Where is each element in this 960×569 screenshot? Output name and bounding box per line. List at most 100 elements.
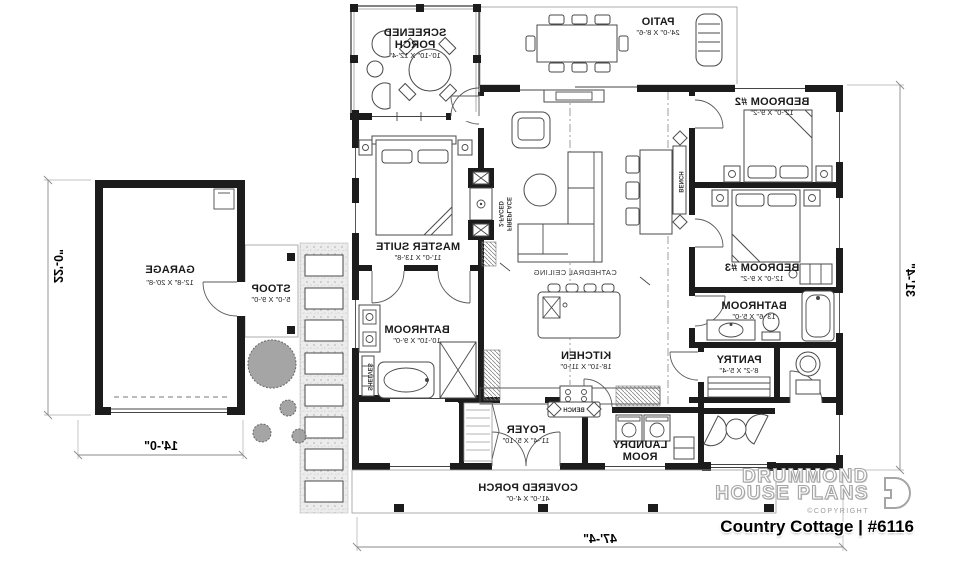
stoop-dims: 5'-0" X 9'-0"	[251, 295, 290, 304]
foyer-dims: 11'-4" X 5'-10"	[502, 436, 549, 445]
drummond-d-logo-icon	[884, 477, 911, 509]
laundry-room: LAUNDRY ROOM	[612, 414, 695, 463]
laundry-label2: ROOM	[622, 451, 657, 463]
side-table	[725, 418, 747, 440]
bedroom2-dims: 12'-0" X 9'-2"	[750, 108, 794, 117]
master-suite-label: MASTER SUITE	[376, 241, 460, 253]
fan-chair	[744, 413, 769, 445]
screened-porch: SCREENED PORCH 10'-10" X 12'-4"	[350, 4, 481, 119]
nightstand	[358, 139, 373, 156]
cathedral-ceiling-label: CATHEDRAL CEILING	[533, 268, 616, 277]
master-suite-dims: 11'-0" X 13'-8"	[394, 253, 441, 262]
foyer: BENCH FOYER 11'-4" X 5'-10"	[463, 401, 602, 462]
shrubs	[247, 339, 307, 444]
dim-house-width: 47'-4"	[583, 532, 617, 546]
patio-label: PATIO	[641, 16, 674, 28]
screened-porch-dims: 10'-10" X 12'-4"	[389, 51, 441, 60]
porch-table-set	[398, 36, 458, 102]
laundry-label1: LAUNDRY	[612, 439, 667, 451]
armchair	[511, 111, 551, 149]
mirrored-plan: STOOP 5'-0" X 9'-0" GARAGE 12'-8" X 20'-…	[43, 4, 917, 552]
shelves-label: SHELVES	[366, 363, 372, 391]
two-faced-fireplace: 2-FACED FIREPLACE	[468, 168, 511, 267]
patio-chaise	[695, 13, 723, 67]
foyer-closet	[463, 402, 500, 462]
pantry-dims: 8'-2" X 5'-4"	[719, 366, 758, 375]
water-tank	[795, 351, 821, 377]
patio: PATIO 24'-0" X 8'-6"	[479, 6, 738, 86]
water-heater	[213, 188, 235, 210]
foyer-label: FOYER	[507, 424, 546, 436]
nightstand	[711, 189, 729, 207]
master-bathroom: SHELVES BATHROOM 10'-10" X 9'-0"	[358, 304, 477, 399]
copyright-label: ©COPYRIGHT	[807, 508, 869, 515]
range	[559, 385, 593, 405]
garage: GARAGE 12'-8" X 20'-8"	[95, 180, 246, 415]
garage-dims: 12'-8" X 20'-8"	[146, 278, 194, 287]
fan-chair	[703, 415, 728, 447]
covered-porch: COVERED PORCH 41'-0" X 4'-0"	[351, 469, 777, 514]
toilet-tank	[761, 331, 781, 341]
dining-area: BENCH	[625, 130, 688, 235]
covered-porch-dims: 41'-0" X 4'-0"	[506, 494, 550, 503]
screened-porch-label2: PORCH	[395, 39, 436, 51]
vanity	[706, 319, 756, 341]
dimension-lines: 22'-0" 14'-0" 31'-4" 47'-4"	[43, 80, 917, 552]
brand-line1: DRUMMOND	[741, 466, 869, 487]
front-walkway	[299, 242, 349, 514]
living-room: CATHEDRAL CEILING	[499, 89, 669, 405]
kitchen-label: KITCHEN	[561, 350, 611, 362]
dresser	[799, 263, 833, 285]
nightstand	[723, 165, 741, 183]
bedroom-3: BEDROOM #3 12'-0" X 9'-2"	[711, 189, 833, 285]
bedroom-2: BEDROOM #2 12'-0" X 9'-2"	[723, 96, 833, 183]
dim-garage-width: 14'-0"	[144, 439, 178, 453]
tv-console	[543, 89, 605, 103]
nightstand	[803, 189, 821, 207]
pantry-label: PANTRY	[716, 354, 762, 366]
stoop-label: STOOP	[251, 283, 290, 295]
hall-bench-label: BENCH	[677, 171, 683, 192]
hall-bench	[672, 145, 687, 215]
stoop: STOOP 5'-0" X 9'-0"	[244, 244, 299, 338]
kitchen-island	[537, 291, 621, 339]
main-bathroom-label: BATHROOM	[721, 300, 787, 312]
toilet	[762, 312, 780, 332]
main-bathroom-dims: 13'-6" X 5'-0"	[732, 312, 776, 321]
porch-lounge-chairs	[366, 30, 391, 110]
kitchen: KITCHEN 18'-10" X 11'-0"	[479, 283, 661, 407]
double-vanity	[358, 304, 381, 353]
doors	[371, 87, 823, 471]
nightstand	[815, 165, 833, 183]
fireplace-label1: 2-FACED	[497, 200, 503, 226]
dim-house-depth: 31'-4"	[903, 263, 917, 297]
garage-label: GARAGE	[145, 264, 194, 276]
dim-garage-height: 22'-0"	[51, 249, 65, 283]
porch-nook	[703, 413, 769, 447]
bedroom3-dims: 12'-0" X 9'-2"	[740, 274, 784, 283]
bedroom2-label: BEDROOM #2	[735, 96, 810, 108]
bedroom3-label: BEDROOM #3	[725, 262, 800, 274]
patio-dining-set	[525, 14, 629, 73]
bathtub	[801, 290, 835, 342]
nightstand	[457, 139, 473, 156]
refrigerator	[615, 385, 661, 407]
plan-title: Country Cottage | #6116	[720, 517, 914, 536]
screened-porch-label1: SCREENED	[384, 27, 447, 39]
brand-wordmark: DRUMMOND HOUSE PLANS ©COPYRIGHT	[715, 466, 869, 520]
brand-line2: HOUSE PLANS	[715, 483, 869, 504]
sectional-sofa	[517, 151, 603, 263]
mech-closet	[795, 351, 821, 395]
master-bath-label: BATHROOM	[384, 324, 450, 336]
pantry: PANTRY 8'-2" X 5'-4"	[707, 354, 771, 398]
master-bath-dims: 10'-10" X 9'-0"	[393, 336, 441, 345]
kitchen-dims: 18'-10" X 11'-0"	[560, 362, 611, 371]
brand-block: DRUMMOND HOUSE PLANS ©COPYRIGHT	[715, 466, 916, 520]
coffee-table	[523, 173, 557, 207]
dining-table	[639, 149, 673, 235]
main-bathroom: BATHROOM 13'-6" X 5'-0"	[706, 290, 835, 342]
master-suite: MASTER SUITE 11'-0" X 13'-8"	[358, 135, 473, 262]
covered-porch-label: COVERED PORCH	[478, 482, 578, 494]
